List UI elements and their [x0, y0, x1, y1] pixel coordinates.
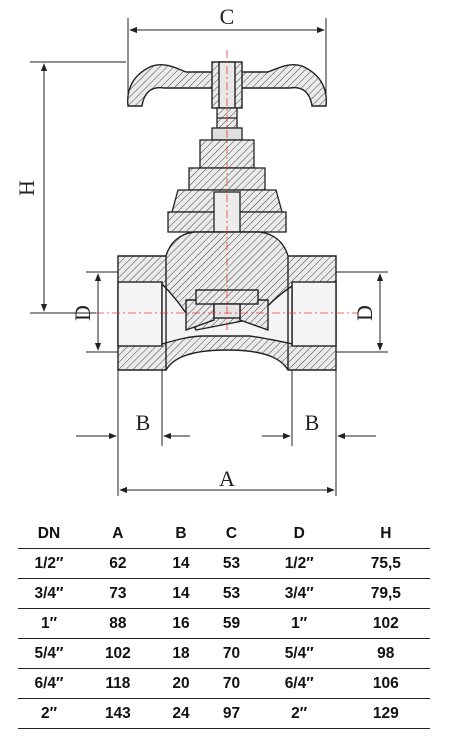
- table-cell: 14: [155, 548, 207, 579]
- dimension-label-a: A: [219, 466, 235, 491]
- table-cell: 14: [155, 578, 207, 609]
- table-cell: 129: [341, 698, 430, 729]
- dimension-label-h: H: [14, 180, 39, 196]
- table-cell: 70: [206, 638, 257, 669]
- valve-technical-drawing: C H D D B B A: [14, 4, 388, 496]
- table-header-row: DN A B C D H: [18, 519, 430, 549]
- table-cell: 2″: [256, 698, 342, 729]
- table-cell: 75,5: [341, 548, 430, 579]
- table-cell: 2″: [18, 698, 80, 729]
- table-cell: 98: [341, 638, 430, 669]
- header-h: H: [341, 519, 430, 549]
- table-cell: 97: [206, 698, 257, 729]
- table-cell: 88: [80, 608, 156, 639]
- table-cell: 102: [341, 608, 430, 639]
- table-cell: 1/2″: [256, 548, 342, 579]
- dimension-b: [76, 370, 376, 496]
- header-b: B: [155, 519, 207, 549]
- table-cell: 73: [80, 578, 156, 609]
- table-cell: 6/4″: [256, 668, 342, 699]
- table-cell: 143: [80, 698, 156, 729]
- table-cell: 3/4″: [18, 578, 80, 609]
- table-cell: 6/4″: [18, 668, 80, 699]
- center-lines: [96, 50, 358, 330]
- table-cell: 1″: [256, 608, 342, 639]
- table-cell: 106: [341, 668, 430, 699]
- table-cell: 118: [80, 668, 156, 699]
- table-cell: 79,5: [341, 578, 430, 609]
- table-cell: 53: [206, 578, 257, 609]
- header-d: D: [256, 519, 342, 549]
- table-cell: 3/4″: [256, 578, 342, 609]
- dimension-label-d-left: D: [70, 305, 95, 321]
- header-dn: DN: [18, 519, 80, 549]
- header-c: C: [206, 519, 257, 549]
- table-cell: 1″: [18, 608, 80, 639]
- dimension-label-c: C: [220, 4, 235, 29]
- table-cell: 53: [206, 548, 257, 579]
- dimension-h: [30, 61, 126, 314]
- dimension-d-left: [86, 271, 118, 353]
- table-cell: 16: [155, 608, 207, 639]
- table-cell: 5/4″: [18, 638, 80, 669]
- header-a: A: [80, 519, 156, 549]
- table-cell: 62: [80, 548, 156, 579]
- dimension-label-b-left: B: [136, 410, 151, 435]
- table-cell: 102: [80, 638, 156, 669]
- table-cell: 1/2″: [18, 548, 80, 579]
- dimension-label-d-right: D: [352, 305, 377, 321]
- table-cell: 24: [155, 698, 207, 729]
- table-cell: 70: [206, 668, 257, 699]
- dimension-c: [127, 18, 327, 100]
- dimension-label-b-right: B: [305, 410, 320, 435]
- table-cell: 18: [155, 638, 207, 669]
- table-cell: 20: [155, 668, 207, 699]
- dimension-d-right: [336, 271, 388, 353]
- table-cell: 59: [206, 608, 257, 639]
- table-cell: 5/4″: [256, 638, 342, 669]
